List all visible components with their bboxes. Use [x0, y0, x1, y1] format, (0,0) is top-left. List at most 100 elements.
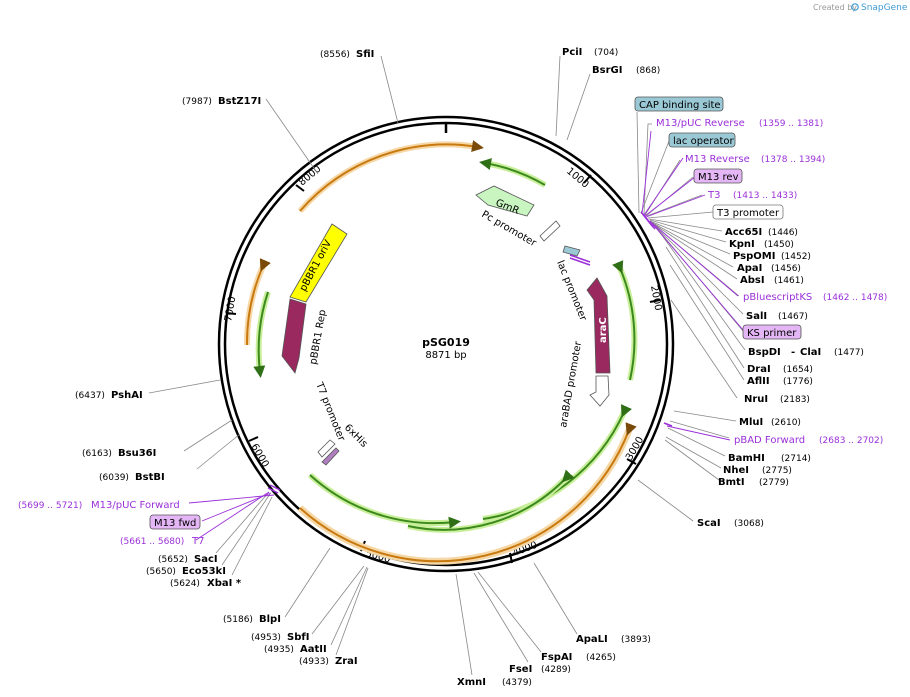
- enzyme-pspomi-pos: (1452): [781, 252, 811, 262]
- primer-labels: M13/pUC Reverse (1359 .. 1381) M13 Rever…: [18, 118, 887, 547]
- feature-pc-promoter: Pc promoter: [480, 209, 561, 250]
- enzyme-bsu36i-pos: (6163): [82, 449, 112, 459]
- tick-label-6000: 6000: [248, 442, 270, 470]
- orf-arc: [309, 474, 461, 529]
- feature-arac-label: araC: [598, 317, 609, 343]
- feature-arac: araC: [586, 277, 611, 374]
- tick-label-2000: 2000: [648, 285, 663, 312]
- enzyme-zrai-pos: (4933): [299, 657, 329, 667]
- enzyme-bsrgi-pos: (868): [636, 66, 660, 76]
- enzyme-xmni: XmnI: [457, 677, 486, 688]
- enzyme-bamhi-pos: (2714): [781, 454, 811, 464]
- leader-lines: [148, 55, 746, 676]
- enzyme-sali-pos: (1467): [778, 312, 808, 322]
- primer-marks: [267, 211, 673, 494]
- plasmid-name: pSG019: [422, 336, 470, 349]
- enzyme-nhei: NheI: [723, 465, 749, 476]
- orf-arc: [484, 160, 547, 188]
- enzyme-dash: -: [791, 347, 795, 358]
- enzyme-drai: DraI: [747, 364, 771, 375]
- orf-arc: [482, 404, 632, 520]
- orf-arc: [253, 291, 269, 378]
- enzyme-clai: ClaI: [800, 347, 821, 358]
- feature-t7-promoter: T7 promoter: [313, 380, 347, 458]
- primer-ks-primer-box: [742, 324, 802, 340]
- orf-arc: [479, 158, 546, 186]
- enzyme-pshai: PshAI: [111, 390, 143, 401]
- enzyme-bstz17i-pos: (7987): [182, 97, 212, 107]
- enzyme-apali: ApaLI: [576, 634, 608, 645]
- credit-brand: SnapGene: [861, 3, 908, 13]
- enzyme-bamhi: BamHI: [728, 453, 765, 464]
- enzyme-apai: ApaI: [737, 263, 762, 274]
- tick-label-8000: 8000: [297, 164, 324, 189]
- enzyme-nrui: NruI: [744, 394, 768, 405]
- enzyme-eco53ki-pos: (5650): [146, 567, 176, 577]
- enzyme-sfii: SfiI: [356, 49, 374, 60]
- enzyme-bstz17i: BstZ17I: [218, 96, 261, 107]
- feature-pbbr1-rep-label: pBBR1 Rep: [308, 309, 328, 366]
- lac-operator-box: [668, 132, 736, 148]
- enzyme-aatii: AatII: [300, 644, 327, 655]
- enzyme-kpni-pos: (1450): [764, 240, 794, 250]
- enzyme-absi-pos: (1461): [774, 276, 804, 286]
- orf-arc: [245, 258, 271, 346]
- primer-m13-puc-reverse-pos: (1359 .. 1381): [759, 119, 823, 129]
- enzyme-apai-pos: (1456): [771, 264, 801, 274]
- primer-pbad-forward-pos: (2683 .. 2702): [819, 436, 883, 446]
- feature-lac-promoter-label: lac promoter: [554, 259, 589, 323]
- primer-t7-pos: (5661 .. 5680): [120, 537, 184, 547]
- credit-prefix: Created by: [813, 3, 857, 12]
- enzyme-xbai-pos: (5624): [170, 579, 200, 589]
- enzyme-fsei-pos: (4289): [541, 665, 571, 675]
- enzyme-mlui-pos: (2610): [771, 418, 801, 428]
- enzyme-sali: SalI: [746, 311, 767, 322]
- orf-arc: [482, 410, 627, 522]
- enzyme-drai-pos: (1654): [783, 365, 813, 375]
- snapgene-logo-icon: [851, 3, 859, 11]
- enzyme-pspomi: PspOMI: [733, 251, 775, 262]
- enzyme-mlui: MluI: [739, 417, 763, 428]
- feature-pbbr1-oriv: pBBR1 oriV: [289, 223, 348, 303]
- enzyme-aflii-pos: (1776): [783, 377, 813, 387]
- orf-arc: [612, 260, 636, 381]
- enzyme-pcii-pos: (704): [594, 48, 618, 58]
- enzyme-pshai-pos: (6437): [75, 391, 105, 401]
- backbone: [217, 115, 675, 573]
- plasmid-length: 8871 bp: [425, 350, 466, 361]
- enzyme-fsei: FseI: [509, 664, 532, 675]
- enzyme-sbfi-pos: (4953): [251, 633, 281, 643]
- primer-pbad-forward: pBAD Forward: [734, 435, 805, 446]
- enzyme-scai-pos: (3068): [734, 519, 764, 529]
- orf-arc: [297, 141, 479, 213]
- enzyme-bspdi: BspDI: [748, 347, 781, 358]
- enzyme-xmni-pos: (4379): [502, 678, 532, 688]
- primer-m13-reverse-pos: (1378 .. 1394): [761, 155, 825, 165]
- primer-leader-lines: [188, 130, 745, 541]
- cap-binding-site-box: [634, 96, 724, 112]
- enzyme-blpi-pos: (5186): [223, 615, 253, 625]
- enzyme-acc65i: Acc65I: [725, 227, 762, 238]
- primer-pbluescriptks-pos: (1462 .. 1478): [823, 293, 887, 303]
- cap-binding-site-label: CAP binding site: [639, 100, 721, 111]
- t3-promoter-box: [712, 204, 784, 220]
- primer-m13-fwd: M13 fwd: [154, 518, 196, 529]
- primer-ks-primer: KS primer: [747, 328, 797, 339]
- primer-m13-fwd-box: [149, 514, 201, 530]
- enzyme-labels: PciI (704) BsrGI (868) Acc65I (1446) Kpn…: [75, 47, 864, 688]
- enzyme-bsu36i: Bsu36I: [118, 448, 156, 459]
- primer-m13-reverse: M13 Reverse: [685, 154, 750, 165]
- primer-t7: T7: [191, 536, 204, 547]
- feature-pc-promoter-label: Pc promoter: [480, 209, 539, 250]
- primer-m13-rev: M13 rev: [698, 172, 739, 183]
- enzyme-xbai: XbaI *: [207, 578, 242, 589]
- enzyme-saci-pos: (5652): [158, 555, 188, 565]
- enzyme-bmti-pos: (2779): [759, 478, 789, 488]
- lac-operator-label: lac operator: [673, 136, 734, 147]
- enzyme-sbfi: SbfI: [287, 632, 309, 643]
- boxed-features: CAP binding site lac operator T3 promote…: [634, 96, 784, 220]
- tick-label-1000: 1000: [564, 166, 591, 191]
- enzyme-nhei-pos: (2775): [762, 466, 792, 476]
- feature-arabad-promoter-label: araBAD promoter: [558, 340, 584, 429]
